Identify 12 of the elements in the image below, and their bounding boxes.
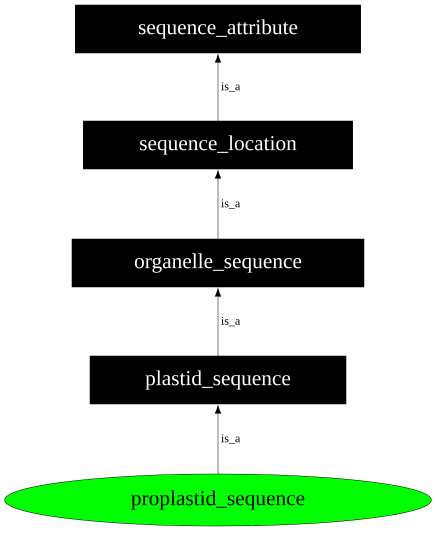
class-box: sequence_attribute — [75, 4, 361, 54]
edge-label: is_a — [220, 315, 242, 328]
arrow — [214, 54, 222, 121]
class-box: plastid_sequence — [90, 356, 346, 404]
arrow — [214, 288, 222, 356]
class-box: sequence_location — [83, 120, 353, 170]
arrow — [214, 170, 222, 239]
edge-label: is_a — [220, 80, 242, 94]
edge-label: is_a — [220, 432, 242, 446]
class-box: organelle_sequence — [72, 238, 364, 288]
arrow — [214, 405, 222, 474]
edge-label: is_a — [220, 198, 242, 210]
